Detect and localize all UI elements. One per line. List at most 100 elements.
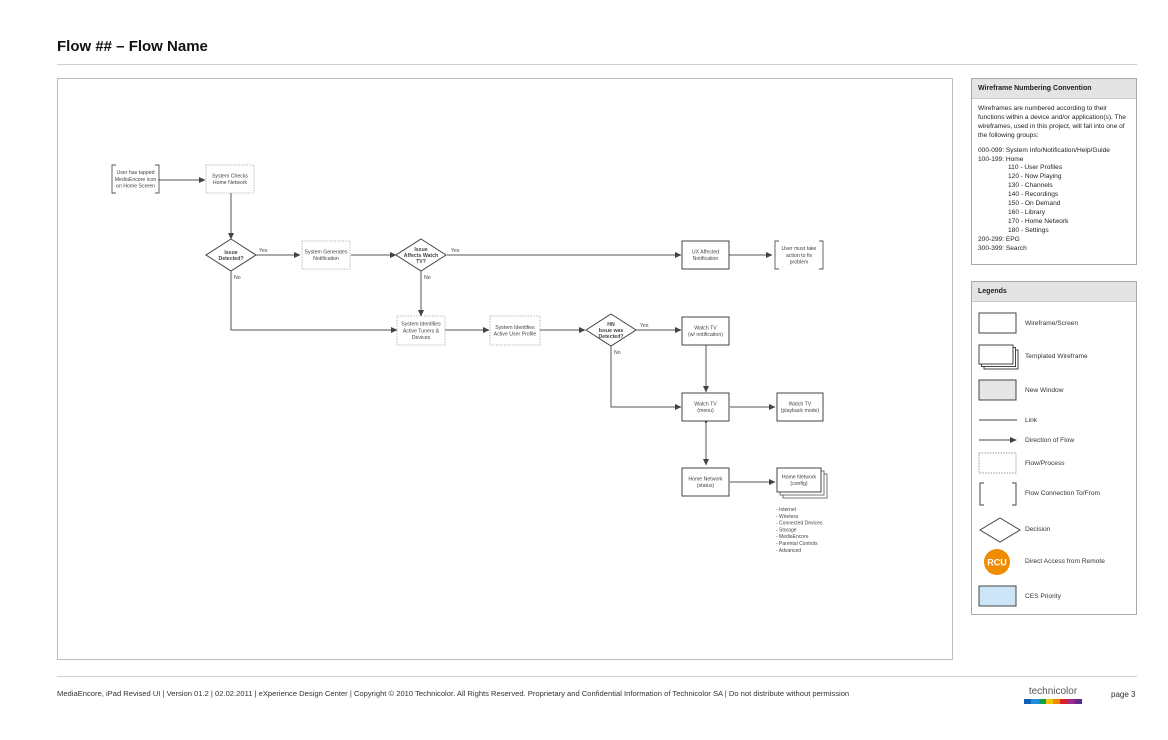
yes-label: Yes <box>259 248 268 254</box>
decision-affects-watch-tv-label: Affects Watch <box>404 253 438 259</box>
legend-item-direction-of-flow: Direction of Flow <box>978 428 1132 458</box>
numbering-group: 170 - Home Network <box>1008 217 1069 225</box>
flow-canvas <box>57 78 953 660</box>
numbering-group: 300-399: Search <box>978 244 1027 252</box>
legend-item-ces-priority: CES Priority <box>978 584 1132 614</box>
footer-divider <box>57 676 1137 677</box>
flow-start-connection-label: User has tapped <box>116 170 154 176</box>
yes-label: Yes <box>640 323 649 329</box>
decision-affects-watch-tv-label: TV? <box>416 259 426 265</box>
user-must-take-action-connection-label: problem <box>790 259 809 265</box>
numbering-convention-title: Wireframe Numbering Convention <box>972 79 1136 99</box>
legend-item-link: Link <box>978 408 1132 438</box>
numbering-group: 160 - Library <box>1008 208 1046 216</box>
legend-label: Templated Wireframe <box>1025 353 1088 360</box>
system-identifies-tuners-label: Devices <box>412 335 431 341</box>
legend-item-flow-process: Flow/Process <box>978 451 1132 481</box>
flow-arrow <box>610 346 682 410</box>
numbering-group: 100-199: Home <box>978 155 1024 163</box>
flow-start-connection[interactable] <box>111 164 160 194</box>
watch-tv-playback[interactable] <box>776 392 824 422</box>
config-list-item: - Storage <box>776 527 797 533</box>
numbering-group: 130 - Channels <box>1008 182 1053 190</box>
system-generates-notification-label: Notification <box>313 256 339 262</box>
numbering-convention-panel: Wireframe Numbering Convention Wireframe… <box>971 78 1137 265</box>
ces-priority-icon <box>978 584 1018 613</box>
legend-label: Direct Access from Remote <box>1025 558 1105 565</box>
watch-tv-menu[interactable] <box>681 392 730 422</box>
legend-item-new-window: New Window <box>978 378 1132 408</box>
no-label: No <box>234 275 241 281</box>
legends-title: Legends <box>972 282 1136 302</box>
decision-issue-detected[interactable] <box>205 238 257 272</box>
config-list-item: - Advanced <box>776 548 801 554</box>
decision-issue-detected-label: Detected? <box>218 256 243 262</box>
decision-hn-issue-detected-label: Issue was <box>599 328 624 334</box>
watch-tv-menu-label: Watch TV <box>694 402 717 408</box>
numbering-group: 150 - On Demand <box>1008 200 1061 208</box>
config-list-item: - Connected Devices <box>776 521 823 527</box>
title-divider <box>57 64 1137 65</box>
decision-hn-issue-detected[interactable] <box>585 313 637 347</box>
numbering-group: 140 - Recordings <box>1008 191 1059 199</box>
ux-affected-notification[interactable] <box>681 240 730 270</box>
watch-tv-playback-label: Watch TV <box>789 402 812 408</box>
user-must-take-action-connection[interactable] <box>774 240 824 270</box>
wireframe-screen-icon <box>978 311 1018 340</box>
flow-connection-icon <box>978 481 1018 512</box>
legend-item-decision: Decision <box>978 517 1132 547</box>
home-network-config-label: (config) <box>790 481 808 487</box>
legend-item-templated-wireframe: Templated Wireframe <box>978 343 1132 373</box>
link-icon <box>978 408 1018 437</box>
home-network-config[interactable] <box>776 467 828 499</box>
ux-affected-notification-label: UX Affected <box>692 250 719 256</box>
watch-tv-playback-label: (playback mode) <box>781 408 820 414</box>
direction-of-flow-icon <box>978 428 1018 457</box>
flow-start-connection-label: on Home Screen <box>116 183 155 189</box>
decision-affects-watch-tv-label: Issue <box>414 247 427 253</box>
legend-label: CES Priority <box>1025 593 1061 600</box>
flow-start-connection-label: MediaEncore icon <box>115 177 157 183</box>
watch-tv-notification[interactable] <box>681 316 730 346</box>
decision-hn-issue-detected-label: HN <box>607 322 615 328</box>
system-checks-home-network[interactable] <box>205 164 255 194</box>
ux-affected-notification-label: Notification <box>693 256 719 262</box>
no-label: No <box>424 275 431 281</box>
numbering-group: 110 - User Profiles <box>1008 164 1063 172</box>
legend-label: Flow Connection To/From <box>1025 490 1101 497</box>
logo-wordmark: technicolor <box>1028 686 1078 697</box>
watch-tv-notification-label: (w/ notification) <box>688 332 723 338</box>
home-network-config-label: Home Network <box>782 475 817 481</box>
direct-access-remote-icon: RCU <box>978 547 1018 582</box>
rcu-text: RCU <box>987 558 1007 568</box>
legend-item-wireframe-screen: Wireframe/Screen <box>978 311 1132 341</box>
decision-affects-watch-tv[interactable] <box>395 238 447 272</box>
page-title: Flow ## – Flow Name <box>57 38 208 55</box>
logo-color-bar <box>1024 699 1082 704</box>
user-must-take-action-connection-label: User must take <box>782 246 817 252</box>
numbering-group: 000-099: System Info/Notification/Help/G… <box>978 146 1110 154</box>
numbering-intro: Wireframes are numbered according to the… <box>978 105 1126 139</box>
config-list-item: - Parental Controls <box>776 541 818 547</box>
numbering-group: 180 - Settings <box>1008 226 1049 234</box>
system-identifies-user-profile-label: Active User Profile <box>494 332 537 338</box>
legend-label: Direction of Flow <box>1025 437 1075 444</box>
new-window-icon <box>978 378 1018 407</box>
legend-label: Flow/Process <box>1025 460 1065 467</box>
home-network-status-label: (status) <box>697 483 715 489</box>
system-identifies-user-profile[interactable] <box>489 315 541 346</box>
legend-label: Link <box>1025 417 1038 424</box>
home-network-status[interactable] <box>681 467 730 497</box>
home-network-status-label: Home Network <box>688 477 723 483</box>
page-number: page 3 <box>1111 690 1136 699</box>
system-identifies-tuners-label: Active Tuners & <box>403 328 440 334</box>
yes-label: Yes <box>451 248 460 254</box>
templated-wireframe-icon <box>978 343 1020 376</box>
system-generates-notification[interactable] <box>301 240 351 270</box>
system-identifies-tuners[interactable] <box>396 315 446 346</box>
system-checks-home-network-label: Home Network <box>213 180 248 186</box>
watch-tv-notification-label: Watch TV <box>694 326 717 332</box>
legend-item-flow-connection: Flow Connection To/From <box>978 481 1132 511</box>
